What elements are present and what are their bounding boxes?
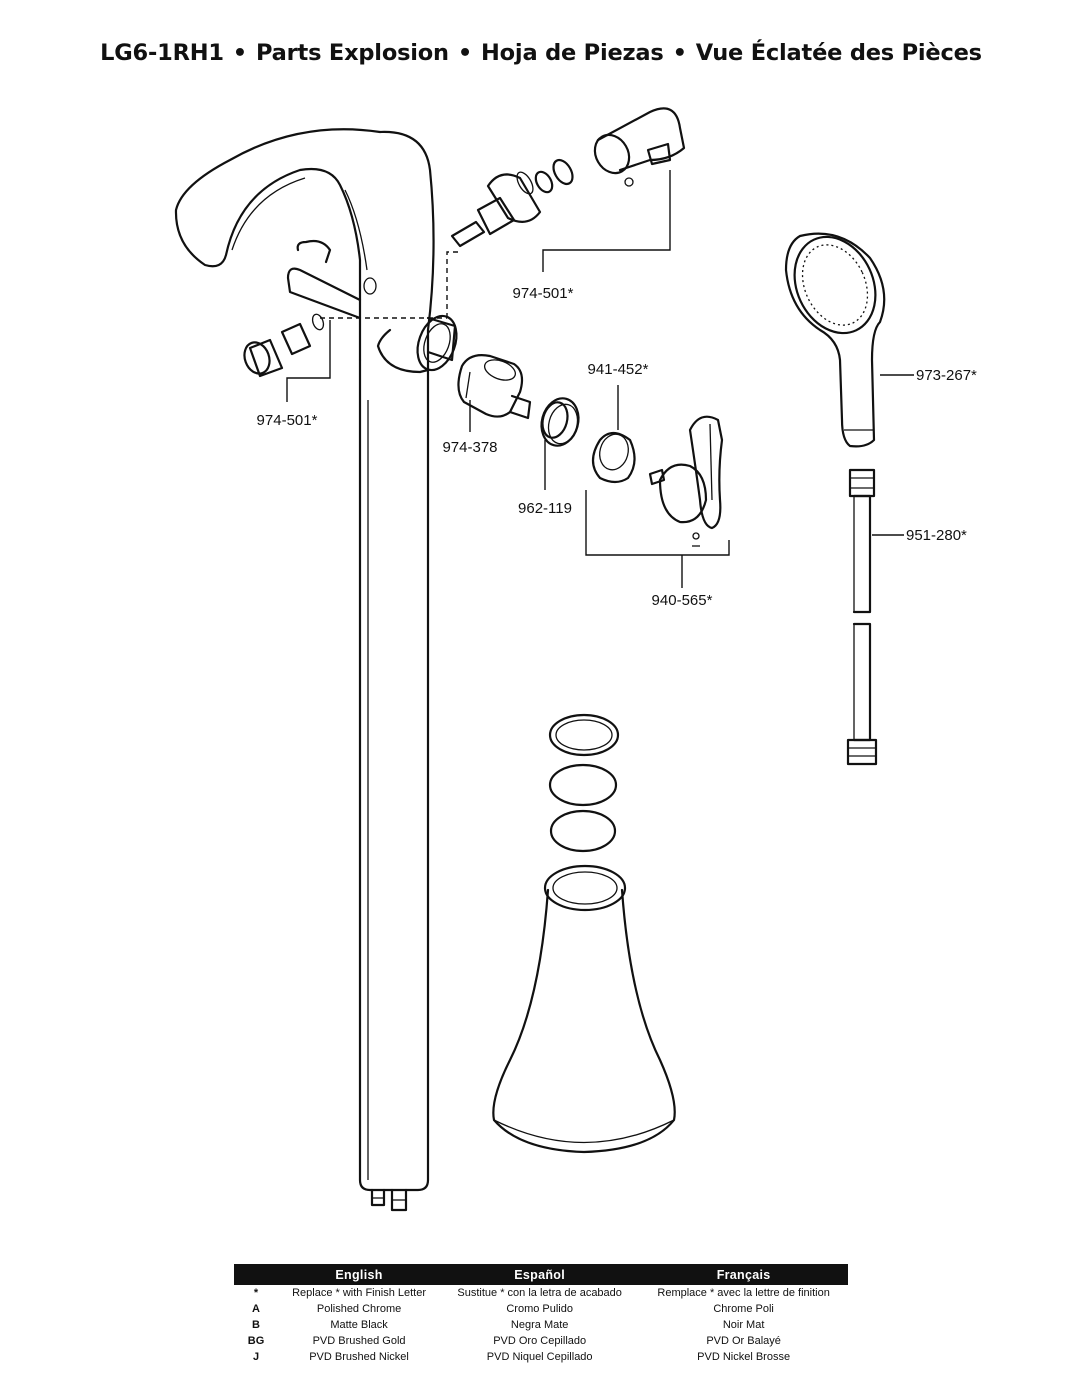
parts-explosion-diagram: 974-501* 974-501* 974-378 962-119 941-45… [174,107,977,1212]
title-french: Vue Éclatée des Pièces [695,40,982,66]
finish-french: Chrome Poli [713,1303,774,1315]
bonnet-nut [540,397,580,447]
upper-diverter-cartridge [450,158,574,248]
finish-code: J [252,1351,260,1363]
hand-shower [784,232,886,448]
table-row: J PVD Brushed Nickel PVD Niquel Cepillad… [234,1349,848,1365]
finish-spanish: Negra Mate [510,1319,569,1331]
finish-english: PVD Brushed Nickel [309,1351,409,1363]
finish-french: Noir Mat [722,1319,765,1331]
valve-cartridge [457,354,532,420]
title-english: Parts Explosion [255,40,449,66]
left-cartridge-parts [243,313,325,378]
base-seal-rings [548,713,620,853]
finish-spanish: Sustitue * con la letra de acabado [457,1287,622,1299]
finish-english: Polished Chrome [316,1303,402,1315]
finish-code: B [252,1319,260,1331]
model-number: LG6-1RH1 [100,40,224,66]
title-separator: • [672,40,687,66]
table-row: A Polished Chrome Cromo Pulido Chrome Po… [234,1301,848,1317]
part-label-962-119: 962-119 [518,500,572,517]
part-label-951-280: 951-280* [906,527,967,544]
base-flange [492,864,676,1154]
header-spanish: Español [440,1264,640,1285]
finish-code: A [252,1303,260,1315]
shower-hose [846,468,878,766]
finish-code: * [253,1287,259,1299]
finish-spanish: PVD Oro Cepillado [493,1335,587,1347]
header-french: Français [639,1264,848,1285]
title-spanish: Hoja de Piezas [481,40,664,66]
table-row: B Matte Black Negra Mate Noir Mat [234,1317,848,1333]
finish-english: PVD Brushed Gold [312,1335,406,1347]
finish-spanish: PVD Niquel Cepillado [486,1351,593,1363]
finish-code-table: English Español Français * Replace * wit… [234,1264,848,1365]
title-separator: • [457,40,473,66]
hand-shower-elbow [593,107,686,187]
title-separator: • [232,40,247,66]
part-label-974-501-upper: 974-501* [513,285,574,302]
finish-english: Replace * with Finish Letter [292,1287,426,1299]
part-label-940-565: 940-565* [652,592,713,609]
finish-french: PVD Nickel Brosse [697,1351,791,1363]
part-label-941-452: 941-452* [588,361,649,378]
finish-code: BG [247,1335,265,1347]
page-title: LG6-1RH1 • Parts Explosion • Hoja de Piezas •… [0,40,1082,66]
lever-handle [648,415,724,547]
header-code [234,1264,278,1285]
table-row: BG PVD Brushed Gold PVD Oro Cepillado PV… [234,1333,848,1349]
header-english: English [278,1264,441,1285]
part-label-974-501-left: 974-501* [257,412,318,429]
faucet-body [174,128,458,1212]
finish-french: Remplace * avec la lettre de finition [657,1287,830,1299]
finish-english: Matte Black [330,1319,388,1331]
part-label-974-378: 974-378 [442,439,497,456]
finish-table-header: English Español Français [234,1264,848,1285]
part-label-973-267: 973-267* [916,367,977,384]
finish-spanish: Cromo Pulido [506,1303,573,1315]
finish-french: PVD Or Balayé [706,1335,781,1347]
escutcheon-cap [591,431,636,484]
table-row: * Replace * with Finish Letter Sustitue … [234,1285,848,1301]
